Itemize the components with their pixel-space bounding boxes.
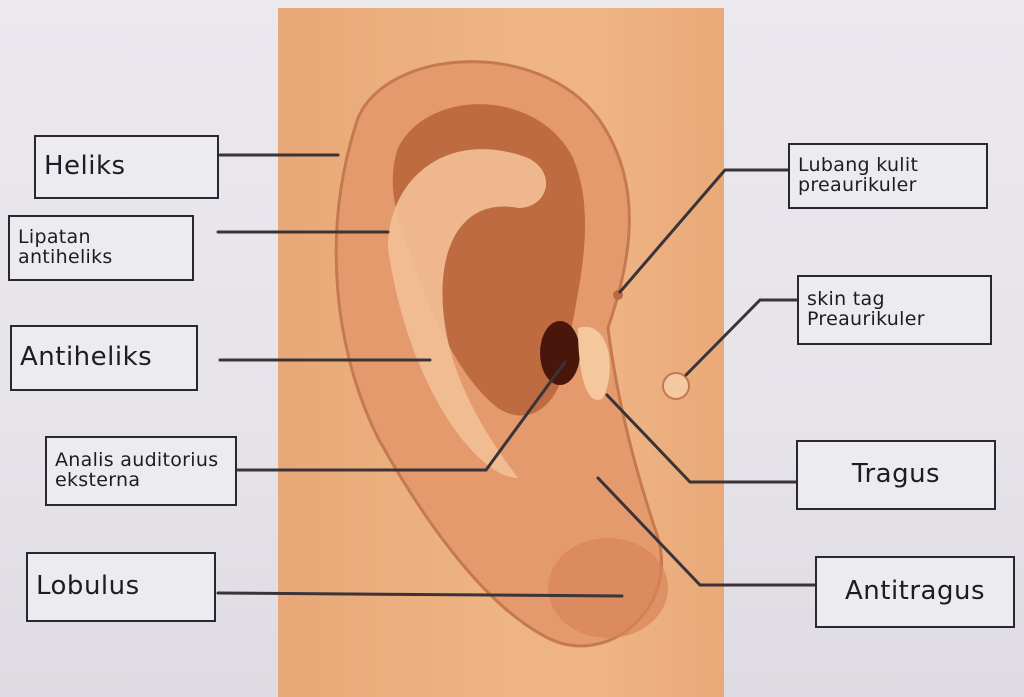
leader-antitragus: [598, 478, 815, 585]
label-antiheliks: Antiheliks: [10, 325, 198, 391]
label-heliks: Heliks: [34, 135, 219, 199]
label-antitragus-text: Antitragus: [845, 578, 985, 605]
label-skin-tag-line1: skin tag: [807, 290, 885, 310]
label-analis-auditorius: Analis auditorius eksterna: [45, 436, 237, 506]
label-lubang-line1: Lubang kulit: [798, 156, 918, 176]
label-skin-tag-line2: Preaurikuler: [807, 310, 925, 330]
label-tragus: Tragus: [796, 440, 996, 510]
label-lobulus-text: Lobulus: [36, 573, 140, 600]
leader-analis: [238, 362, 565, 470]
label-lipatan-line2: antiheliks: [18, 248, 113, 268]
label-antitragus: Antitragus: [815, 556, 1015, 628]
leader-lubang: [620, 170, 790, 292]
label-lipatan-line1: Lipatan: [18, 228, 91, 248]
label-lobulus: Lobulus: [26, 552, 216, 622]
label-skin-tag: skin tag Preaurikuler: [797, 275, 992, 345]
leader-tragus: [607, 395, 796, 482]
label-analis-line2: eksterna: [55, 471, 140, 491]
label-analis-line1: Analis auditorius: [55, 451, 218, 471]
leader-skin-tag: [686, 300, 798, 375]
label-heliks-text: Heliks: [44, 153, 126, 180]
label-tragus-text: Tragus: [852, 461, 940, 488]
leader-lobulus: [218, 593, 622, 596]
label-lipatan-antiheliks: Lipatan antiheliks: [8, 215, 194, 281]
label-lubang-line2: preaurikuler: [798, 176, 917, 196]
label-antiheliks-text: Antiheliks: [20, 344, 152, 371]
label-lubang-kulit: Lubang kulit preaurikuler: [788, 143, 988, 209]
